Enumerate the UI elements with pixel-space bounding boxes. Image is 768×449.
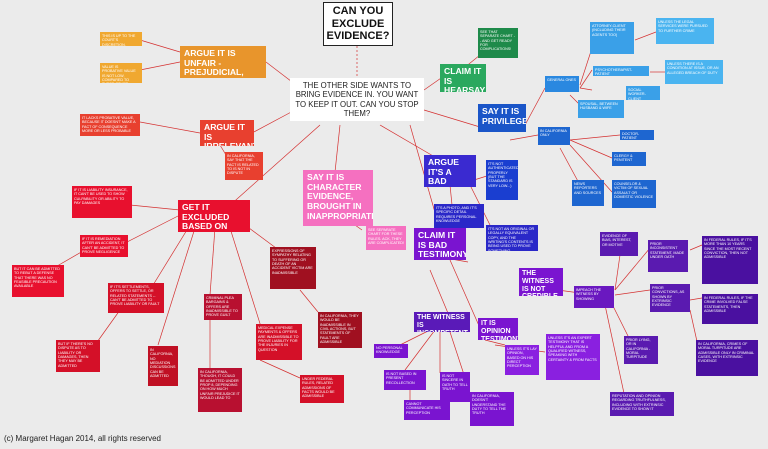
ca-mediation-note: IN CALIFORNIA, NO MEDIATION DISCUSSIONS … bbox=[148, 346, 178, 386]
privileged-node: SAY IT IS PRIVILEGED! bbox=[478, 104, 526, 132]
expert-testimony-note: UNLESS IT'S AN EXPERT TESTIMONY THAT IS … bbox=[546, 334, 600, 380]
character-note: SEE SEPARATE CHART FOR THESE RULES. ACK,… bbox=[366, 226, 406, 250]
counselor-note: COUNSELOR & VICTIM OF SEXUAL ASSAULT OR … bbox=[612, 180, 656, 208]
psychotherapist-note: PSYCHOTHERAPIST-PATIENT bbox=[593, 66, 649, 76]
no-personal-knowledge-note: NO PERSONAL KNOWLEDGE bbox=[374, 344, 408, 358]
lacks-probative-note: IT LACKS PROBATIVE VALUE, BECAUSE IT DOE… bbox=[80, 114, 140, 136]
remediation-note: IF IT IS REMEDIATION AFTER AN ACCIDENT, … bbox=[80, 235, 128, 257]
photo-note: IT'S A PHOTO, AND IT'S SPECIFIC DETAIL R… bbox=[434, 204, 484, 228]
irrelevant-node: ARGUE IT IS IRRELEVANT! bbox=[200, 120, 254, 146]
fed-false-statements-note: IN FEDERAL RULES, IF THE CRIME INVOLVED … bbox=[702, 294, 758, 324]
prior-inconsistent-note: PRIOR INCONSISTENT STATEMENT, MADE UNDER… bbox=[648, 240, 688, 272]
settlement-note: IF IT'S SETTLEMENTS, OFFERS TO SETTLE, O… bbox=[108, 283, 164, 313]
character-node: SAY IT IS CHARACTER EVIDENCE, BROUGHT IN… bbox=[303, 170, 373, 226]
authentication-note: IT'S NOT AUTHENTICATED PROPERLY (BUT THE… bbox=[486, 160, 518, 200]
bias-note: EVIDENCE OF BIAS, INTEREST, OR MOTIVE bbox=[600, 232, 638, 256]
bad-testimony-node: CLAIM IT IS BAD TESTIMONY bbox=[414, 228, 466, 260]
attorney-exception-note: UNLESS THE LEGAL SERVICES WERE PURSUED T… bbox=[656, 18, 714, 44]
psych-exception-note: UNLESS THERE IS A CONDITION AT ISSUE, OR… bbox=[665, 60, 723, 84]
fed-ten-year-note: IN FEDERAL RULES, IF IT'S MORE THAN 10 Y… bbox=[702, 236, 758, 284]
ca-sympathy-note: IN CALIFORNIA, THEY WOULD BE INADMISSIBL… bbox=[318, 312, 362, 348]
central-question: THE OTHER SIDE WANTS TO BRING EVIDENCE I… bbox=[290, 78, 424, 122]
copyright: (c) Margaret Hagan 2014, all rights rese… bbox=[4, 434, 161, 443]
feasible-precaution-note: BUT IT CAN BE ADMITTED TO REBUT A DEFENS… bbox=[12, 265, 64, 297]
not-credible-node: THE WITNESS IS NOT CREDIBLE bbox=[519, 268, 563, 296]
medical-fed-note: UNDER FEDERAL RULES, RELATED ADMISSIONS … bbox=[300, 375, 344, 403]
social-worker-note: SOCIAL WORKER-CLIENT bbox=[626, 86, 660, 100]
unfair-node: ARGUE IT IS UNFAIR - PREJUDICIAL, CONFUS… bbox=[180, 46, 266, 78]
doctor-patient-note: DOCTOR-PATIENT bbox=[620, 130, 654, 140]
cannot-communicate-note: CANNOT COMMUNICATE HIS PERCEPTION bbox=[404, 400, 450, 420]
opinion-node: IT IS OPINION TESTIMONY bbox=[478, 318, 518, 340]
ca-only-privileges: IN CALIFORNIA ONLY bbox=[538, 127, 570, 145]
discretion-note: THIS IS UP TO THE COURT'S DISCRETION. bbox=[100, 32, 142, 46]
probative-note: VALUE IS PROBATIVE VALUE IS NOT LOW, COM… bbox=[100, 63, 142, 83]
attorney-client-note: ATTORNEY-CLIENT (INCLUDING THEIR AGENTS … bbox=[590, 22, 634, 54]
liability-insurance-note: IF IT IS LIABILITY INSURANCE, IT CAN'T B… bbox=[72, 186, 132, 218]
policy-node: GET IT EXCLUDED BASED ON POLICY GROUNDS! bbox=[178, 200, 250, 232]
bad-writing-node: ARGUE IT'S A BAD WRITING bbox=[424, 155, 476, 187]
sympathy-note: EXPRESSIONS OF SYMPATHY RELATING TO SUFF… bbox=[270, 247, 316, 289]
reputation-note: REPUTATION AND OPINION REGARDING TRUTHFU… bbox=[610, 392, 674, 416]
ca-moral-turpitude-note: IN CALIFORNIA, CRIMES OF MORAL TURPITUDE… bbox=[696, 340, 758, 376]
hearsay-note: SEE THAT SEPARATE CHART -- AND GET READY… bbox=[478, 28, 518, 58]
no-dispute-note: BUT IF THERE'S NO DISPUTE AS TO LIABILIT… bbox=[56, 340, 100, 372]
ca-plea-note: IN CALIFORNIA, THOUGH, IT COULD BE ADMIT… bbox=[198, 368, 242, 412]
plea-bargain-note: CRIMINAL PLEA BARGAINS & OFFERS ARE INAD… bbox=[204, 294, 242, 320]
not-sincere-note: IS NOT SINCERE IN OATH TO TELL TRUTH bbox=[440, 372, 470, 402]
prior-lying-note: PRIOR LYING, OR IN CALIFORNIA - MORAL TU… bbox=[624, 336, 658, 364]
ca-duty-note: IN CALIFORNIA, DOESN'T UNDERSTAND THE DU… bbox=[470, 392, 514, 426]
not-present-recollection-note: IS NOT BASED IN PRESENT RECOLLECTION bbox=[384, 370, 426, 390]
prior-convictions-note: PRIOR CONVICTIONS, AS SHOWN BY EXTRINSIC… bbox=[650, 284, 690, 312]
general-privileges: GENERAL ONES bbox=[545, 76, 579, 92]
page-title: CAN YOU EXCLUDE EVIDENCE? bbox=[323, 2, 393, 46]
medical-expense-note: MEDICAL EXPENSE PAYMENTS & OFFERS ARE IN… bbox=[256, 324, 302, 360]
spousal-note: SPOUSAL, BETWEEN HUSBAND & WIFE bbox=[578, 100, 624, 118]
impeach-node: IMPEACH THE WITNESS BY SHOWING bbox=[574, 286, 614, 308]
ca-dispute-note: IN CALIFORNIA, SAY THAT THE FACT IS RELA… bbox=[225, 152, 263, 180]
clergy-note: CLERGY & PENITENT bbox=[612, 152, 646, 166]
incompetent-node: THE WITNESS IS INCOMPETENT bbox=[414, 312, 470, 332]
lay-opinion-note: UNLESS IT'S LAY OPINION, BASED ON HIS DI… bbox=[505, 345, 539, 375]
news-reporters-note: NEWS REPORTERS AND SOURCES bbox=[572, 180, 604, 206]
original-copy-note: IT'S NOT AN ORIGINAL OR LEGALLY EQUIVALE… bbox=[486, 225, 538, 251]
hearsay-node: CLAIM IT IS HEARSAY bbox=[440, 64, 486, 92]
